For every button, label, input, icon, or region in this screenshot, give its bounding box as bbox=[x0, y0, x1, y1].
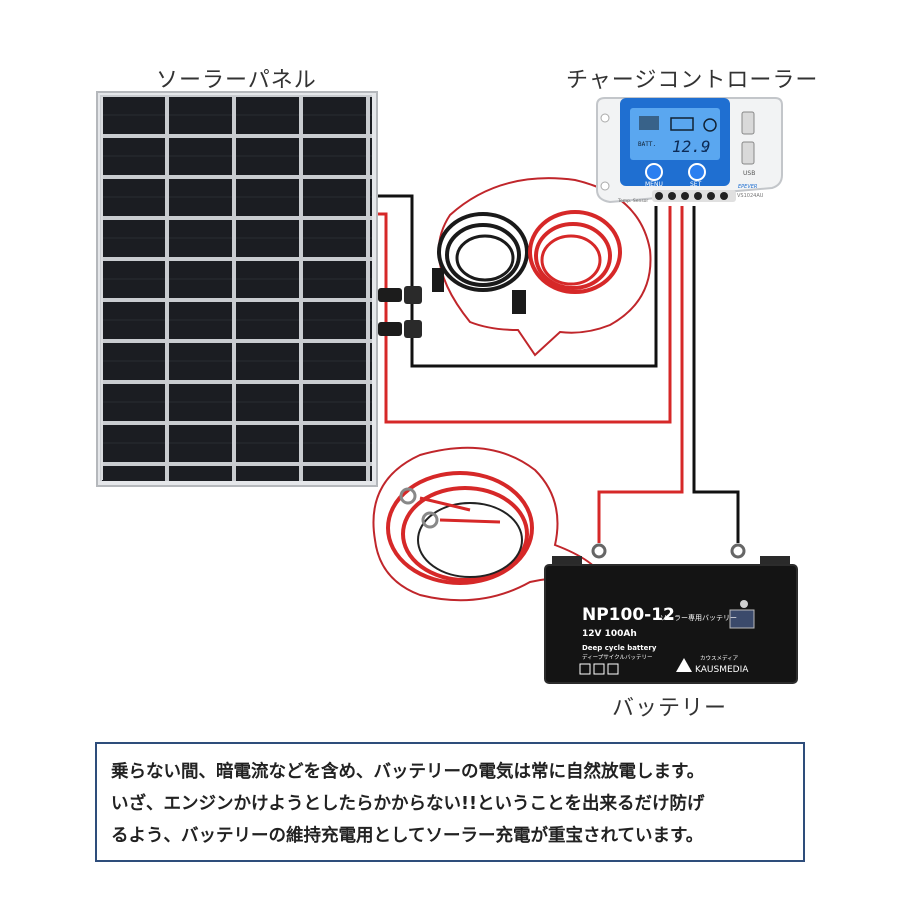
battery: NP100-12 ソーラー専用バッテリー 12V 100Ah Deep cycl… bbox=[544, 543, 798, 684]
battery-spec: 12V 100Ah bbox=[582, 629, 637, 639]
battery-model-sub: ソーラー専用バッテリー bbox=[660, 613, 737, 622]
wires bbox=[378, 194, 740, 543]
battery-model: NP100-12 bbox=[582, 605, 675, 625]
battery-type: Deep cycle battery bbox=[582, 644, 657, 652]
battery-maker: KAUSMEDIA bbox=[695, 665, 749, 675]
lcd-batt-text: BATT. bbox=[638, 141, 656, 148]
lcd-unit: v bbox=[704, 146, 708, 154]
battery-maker-kana: カウスメディア bbox=[700, 654, 739, 662]
battery-cable-callout bbox=[372, 446, 607, 602]
mc4-connectors bbox=[378, 286, 422, 338]
menu-button-label: MENU bbox=[645, 181, 663, 188]
temp-sensor-label: Temp. Sensor bbox=[617, 198, 648, 204]
model-label: VS1024AU bbox=[737, 193, 764, 199]
lcd-voltage: 12.9 bbox=[672, 137, 711, 156]
caption-line-2: いざ、エンジンかけようとしたらかからない!!ということを出来るだけ防げ bbox=[111, 794, 705, 814]
brand-label: EPEVER bbox=[738, 184, 757, 190]
charge-controller-label: チャージコントローラー bbox=[566, 68, 819, 93]
panel-cable-callout bbox=[432, 177, 652, 357]
usb-label: USB bbox=[743, 170, 755, 177]
wiring-diagram: BATT. 12.9 v MENU SET USB EPEVER VS1024A… bbox=[96, 91, 798, 684]
solar-panel bbox=[96, 91, 378, 487]
caption-line-3: るよう、バッテリーの維持充電用としてソーラー充電が重宝されています。 bbox=[111, 826, 704, 846]
caption-box: 乗らない間、暗電流などを含め、バッテリーの電気は常に自然放電します。 いざ、エン… bbox=[95, 742, 805, 862]
charge-controller: BATT. 12.9 v MENU SET USB EPEVER VS1024A… bbox=[596, 97, 783, 204]
battery-type-sub: ディープサイクルバッテリー bbox=[582, 653, 653, 661]
battery-label: バッテリー bbox=[612, 696, 728, 721]
set-button-label: SET bbox=[690, 181, 702, 188]
solar-panel-label: ソーラーパネル bbox=[156, 68, 317, 93]
caption-line-1: 乗らない間、暗電流などを含め、バッテリーの電気は常に自然放電します。 bbox=[111, 762, 705, 782]
